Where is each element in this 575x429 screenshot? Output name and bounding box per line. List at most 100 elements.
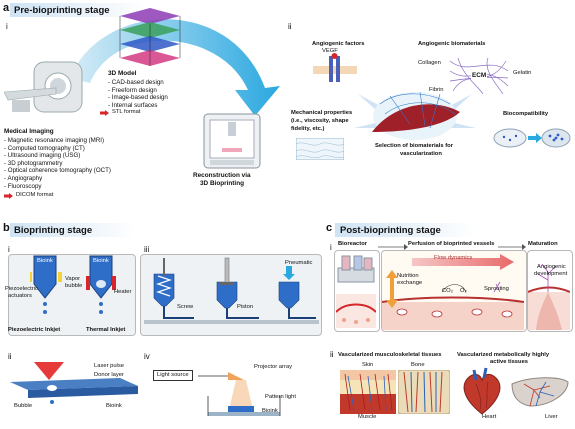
light-projection-icon	[198, 372, 281, 416]
vapor-bubble-l2: bubble	[65, 283, 83, 289]
piston-label: Piston	[237, 304, 254, 310]
pattern-light-label: Pattern light	[265, 394, 296, 400]
stl-format-label: STL format	[112, 109, 141, 115]
model3d-list: CAD-based design Freeform design Image-b…	[108, 79, 168, 109]
imaging-item: Ultrasound imaging (USG)	[4, 152, 111, 160]
imaging-item: Optical coherence tomography (OCT)	[4, 167, 111, 175]
post-stage-band	[335, 223, 475, 237]
model3d-item: Freeform design	[108, 87, 168, 95]
bio-stage-band	[10, 223, 135, 237]
piezo-inkjet-label: Piezoelectric Inkjet	[8, 327, 61, 333]
heart-icon	[463, 367, 501, 415]
maturation-label: Maturation	[528, 241, 558, 247]
muscle-label: Muscle	[358, 414, 377, 420]
piezo-actuators-l2: actuators	[8, 293, 32, 299]
gelatin-label: Gelatin	[513, 70, 532, 76]
perfusion-label: Perfusion of bioprinted vessels	[408, 241, 495, 247]
3d-model-mesh-icon	[119, 8, 181, 66]
heater-label: Heater	[114, 289, 132, 295]
imaging-item: Fluoroscopy	[4, 183, 111, 191]
mechanical-title-l2: (i.e., viscosity, shape	[291, 118, 349, 124]
hydrogel-mesh-icon	[296, 138, 344, 160]
angiogenic-factors-title: Angiogenic factors	[312, 41, 365, 47]
nutrition-label-l1: Nutrition	[397, 273, 419, 279]
laser-transfer-icon	[10, 378, 138, 404]
perfusion-vessel-icon	[382, 254, 524, 330]
petri-dish-icon	[493, 128, 571, 148]
medical-imaging-title: Medical Imaging	[4, 128, 54, 135]
selection-label-l2: vascularization	[400, 151, 442, 157]
fibrin-label: Fibrin	[429, 87, 444, 93]
mri-scanner-icon	[4, 61, 83, 113]
skin-muscle-tissue-icon	[340, 370, 396, 414]
model3d-title: 3D Model	[108, 70, 137, 77]
metabolic-title-l1: Vascularized metabolically highly	[457, 352, 550, 358]
reconstruction-line1: Reconstruction via	[193, 172, 251, 179]
a-ii-label: ii	[288, 22, 292, 31]
thermal-inkjet-label: Thermal Inkjet	[86, 327, 126, 333]
maturation-vessel-icon	[528, 263, 570, 330]
laser-bioink-label: Bioink	[106, 403, 122, 409]
biocompatibility-title: Biocompatibility	[503, 111, 549, 117]
inkjet-nozzles-icon	[30, 255, 116, 314]
liver-label: Liver	[545, 414, 558, 420]
skin-label: Skin	[362, 362, 374, 368]
pre-stage-band	[10, 3, 145, 17]
a-i-label: i	[6, 22, 8, 31]
nutrition-label-l2: exchange	[397, 280, 423, 286]
mechanical-title-l3: fidelity, etc.)	[291, 126, 325, 132]
stage-progress-arrows	[378, 244, 526, 250]
angiogenic-biomaterials-title: Angiogenic biomaterials	[418, 41, 486, 47]
pneumatic-label: Pneumatic	[285, 260, 313, 266]
projector-array-label: Projector array	[254, 364, 293, 370]
bio-stage-title: Bioprinting stage	[14, 225, 93, 236]
vessel-selection-icon	[354, 91, 476, 140]
red-arrow-icon	[100, 110, 109, 116]
imaging-item: 3D photogrammetry	[4, 160, 111, 168]
imaging-item: Angiography	[4, 175, 111, 183]
pre-stage-title: Pre-bioprinting stage	[14, 5, 110, 16]
panel-b-label: b	[3, 222, 10, 234]
post-stage-title: Post-bioprinting stage	[340, 225, 441, 236]
bioreactor-label: Bioreactor	[338, 241, 367, 247]
angiogenic-dev-l2: development	[534, 271, 568, 277]
panel-c-label: c	[326, 222, 333, 234]
liver-icon	[511, 377, 569, 407]
laser-bubble-label: Bubble	[14, 403, 33, 409]
light-bioink-label: Bioink	[262, 408, 278, 414]
inkjet-bioink-left: Bioink	[37, 258, 53, 264]
inkjet-card	[8, 254, 136, 336]
vegf-label: VEGF	[322, 48, 338, 54]
imaging-item: Magnetic resonance imaging (MRI)	[4, 137, 111, 145]
c-i-label: i	[330, 243, 332, 252]
piezo-actuators-l1: Piezoelectric	[5, 286, 38, 292]
vapor-bubble-l1: Vapor	[65, 276, 81, 282]
co2-label: CO₂	[442, 288, 453, 294]
ecm-label: ECM	[471, 72, 488, 81]
medical-imaging-list: Magnetic resonance imaging (MRI) Compute…	[4, 137, 111, 190]
metabolic-title-l2: active tissues	[490, 359, 529, 365]
c-ii-label: ii	[330, 350, 334, 359]
model3d-item: CAD-based design	[108, 79, 168, 87]
b-i-label: i	[8, 245, 10, 254]
screw-label: Screw	[177, 304, 194, 310]
model3d-item: Image-based design	[108, 94, 168, 102]
sprouting-label: Sprouting	[484, 286, 509, 292]
collagen-label: Collagen	[418, 60, 441, 66]
dicom-format-label: DICOM format	[16, 192, 54, 198]
reconstruction-line2: 3D Bioprinting	[200, 180, 245, 187]
selection-label-l1: Selection of biomaterials for	[375, 143, 453, 149]
imaging-item: Computed tomography (CT)	[4, 145, 111, 153]
light-source-label: Light source	[153, 370, 193, 381]
o2-label: O₂	[460, 288, 467, 294]
laser-pulse-label: Laser pulse	[94, 363, 124, 369]
vegf-receptor-icon	[313, 53, 357, 82]
b-ii-label: ii	[8, 352, 12, 361]
angiogenic-dev-l1: Angiogenic	[537, 264, 566, 270]
mechanical-title-l1: Mechanical properties	[291, 110, 353, 116]
panel-a-label: a	[3, 2, 10, 14]
model3d-item: Internal surfaces	[108, 102, 168, 110]
bone-label: Bone	[411, 362, 425, 368]
red-arrow-icon	[4, 193, 13, 199]
laser-pulse-icon	[34, 362, 64, 380]
